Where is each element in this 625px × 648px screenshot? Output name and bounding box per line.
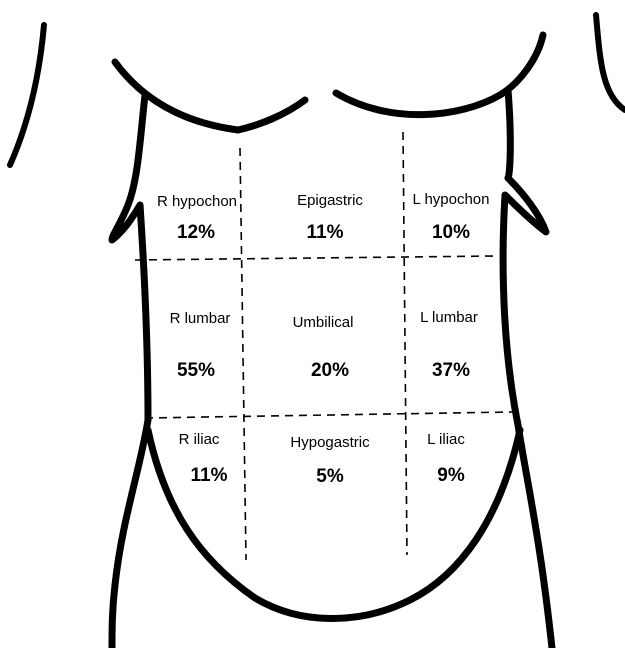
left-arm-outline xyxy=(596,15,625,110)
region-percent-hypogastric: 5% xyxy=(316,466,344,487)
region-percent-umbilical: 20% xyxy=(311,360,349,381)
region-name-l-lumbar: L lumbar xyxy=(420,309,478,326)
torso-right-side-outline xyxy=(112,95,148,648)
region-percent-l-iliac: 9% xyxy=(437,465,465,486)
region-name-l-iliac: L iliac xyxy=(427,431,465,448)
region-name-l-hypochon: L hypochon xyxy=(412,191,489,208)
grid-line-horizontal-upper xyxy=(135,256,495,260)
torso-left-side-outline xyxy=(503,90,552,648)
grid-line-horizontal-lower xyxy=(145,412,512,418)
grid-line-vertical-right xyxy=(403,132,407,555)
region-name-r-lumbar: R lumbar xyxy=(170,310,231,327)
region-name-r-hypochon: R hypochon xyxy=(157,193,237,210)
region-percent-r-lumbar: 55% xyxy=(177,360,215,381)
region-name-r-iliac: R iliac xyxy=(179,431,220,448)
region-percent-epigastric: 11% xyxy=(307,222,344,243)
right-arm-outline xyxy=(10,25,44,165)
region-name-umbilical: Umbilical xyxy=(293,314,354,331)
region-name-hypogastric: Hypogastric xyxy=(290,434,370,451)
region-percent-l-hypochon: 10% xyxy=(432,222,470,243)
grid-line-vertical-left xyxy=(240,148,246,560)
pelvis-outline xyxy=(148,430,520,619)
region-name-epigastric: Epigastric xyxy=(297,192,363,209)
region-percent-r-iliac: 11% xyxy=(191,465,228,486)
region-percent-l-lumbar: 37% xyxy=(432,360,470,381)
region-percent-r-hypochon: 12% xyxy=(177,222,215,243)
